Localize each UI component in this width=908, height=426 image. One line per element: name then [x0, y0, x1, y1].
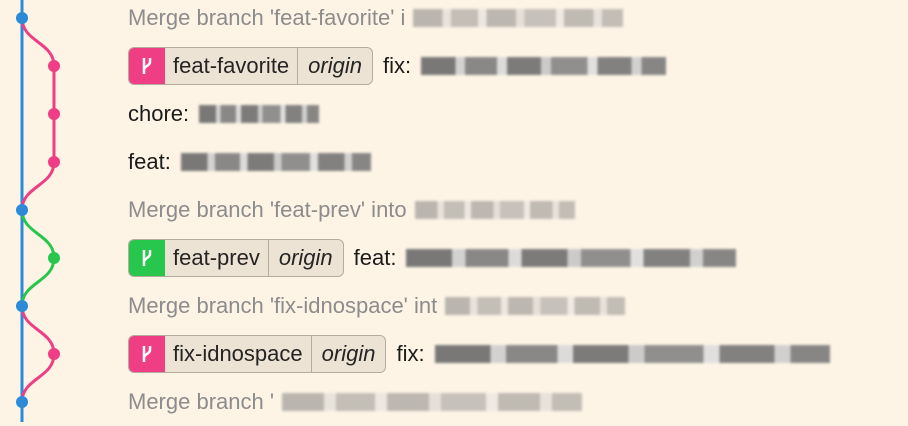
commit-dot-c2[interactable]	[48, 60, 60, 72]
commit-dot-c1[interactable]	[16, 12, 28, 24]
commit-row-c1[interactable]: Merge branch 'feat-favorite' i	[128, 0, 624, 42]
commit-row-c3[interactable]: chore:	[128, 90, 320, 138]
commit-row-c5[interactable]: Merge branch 'feat-prev' into	[128, 186, 575, 234]
commit-dot-c9[interactable]	[16, 396, 28, 408]
commit-prefix: feat:	[353, 245, 397, 270]
commit-row-c6[interactable]: feat-prev origin feat:	[128, 234, 737, 282]
commit-dot-c6[interactable]	[48, 252, 60, 264]
remote-name: origin	[267, 240, 343, 276]
branch-icon	[129, 336, 165, 372]
commit-row-c4[interactable]: feat:	[128, 138, 371, 186]
redacted-text	[406, 249, 737, 267]
commit-dot-c3[interactable]	[48, 108, 60, 120]
commit-dot-c4[interactable]	[48, 156, 60, 168]
commit-dot-c5[interactable]	[16, 204, 28, 216]
redacted-text	[421, 57, 667, 75]
commit-prefix: feat:	[128, 149, 171, 174]
branch-tag-fix-idnospace[interactable]: fix-idnospace origin	[128, 335, 387, 373]
redacted-text	[413, 9, 624, 27]
commit-prefix: chore:	[128, 101, 190, 126]
redacted-text	[199, 105, 320, 123]
branch-icon	[129, 48, 165, 84]
remote-name: origin	[310, 336, 386, 372]
green-branch-line-bottom	[20, 257, 56, 307]
commit-dot-c8[interactable]	[48, 348, 60, 360]
branch-tag-feat-favorite[interactable]: feat-favorite origin	[128, 47, 373, 85]
commit-message: Merge branch 'fix-idnospace' int	[128, 293, 438, 318]
redacted-text	[282, 393, 583, 411]
redacted-text	[180, 153, 371, 171]
pink2-branch-line-bottom	[20, 353, 56, 403]
commit-row-c7[interactable]: Merge branch 'fix-idnospace' int	[128, 282, 626, 330]
branch-name: feat-prev	[173, 245, 260, 270]
branch-tag-feat-prev[interactable]: feat-prev origin	[128, 239, 344, 277]
pink-branch-line-top	[20, 17, 56, 67]
commit-message: Merge branch 'feat-prev' into	[128, 197, 407, 222]
redacted-text	[414, 201, 575, 219]
pink-branch-line-bottom	[20, 161, 56, 211]
commit-row-c9[interactable]: Merge branch '	[128, 378, 583, 426]
commit-row-c8[interactable]: fix-idnospace origin fix:	[128, 330, 830, 378]
remote-name: origin	[297, 48, 372, 84]
commit-prefix: fix:	[396, 341, 425, 366]
commit-prefix: fix:	[382, 53, 412, 78]
branch-name: fix-idnospace	[173, 341, 303, 366]
branch-icon	[129, 240, 165, 276]
commit-message: Merge branch 'feat-favorite' i	[128, 5, 406, 30]
commit-graph	[16, 0, 60, 422]
redacted-text	[434, 345, 830, 363]
green-branch-line-top	[20, 209, 56, 259]
commit-dot-c7[interactable]	[16, 300, 28, 312]
commit-message: Merge branch '	[128, 389, 275, 414]
redacted-text	[445, 297, 626, 315]
pink2-branch-line-top	[20, 305, 56, 355]
branch-name: feat-favorite	[173, 53, 290, 78]
commit-row-c2[interactable]: feat-favorite origin fix:	[128, 42, 667, 90]
